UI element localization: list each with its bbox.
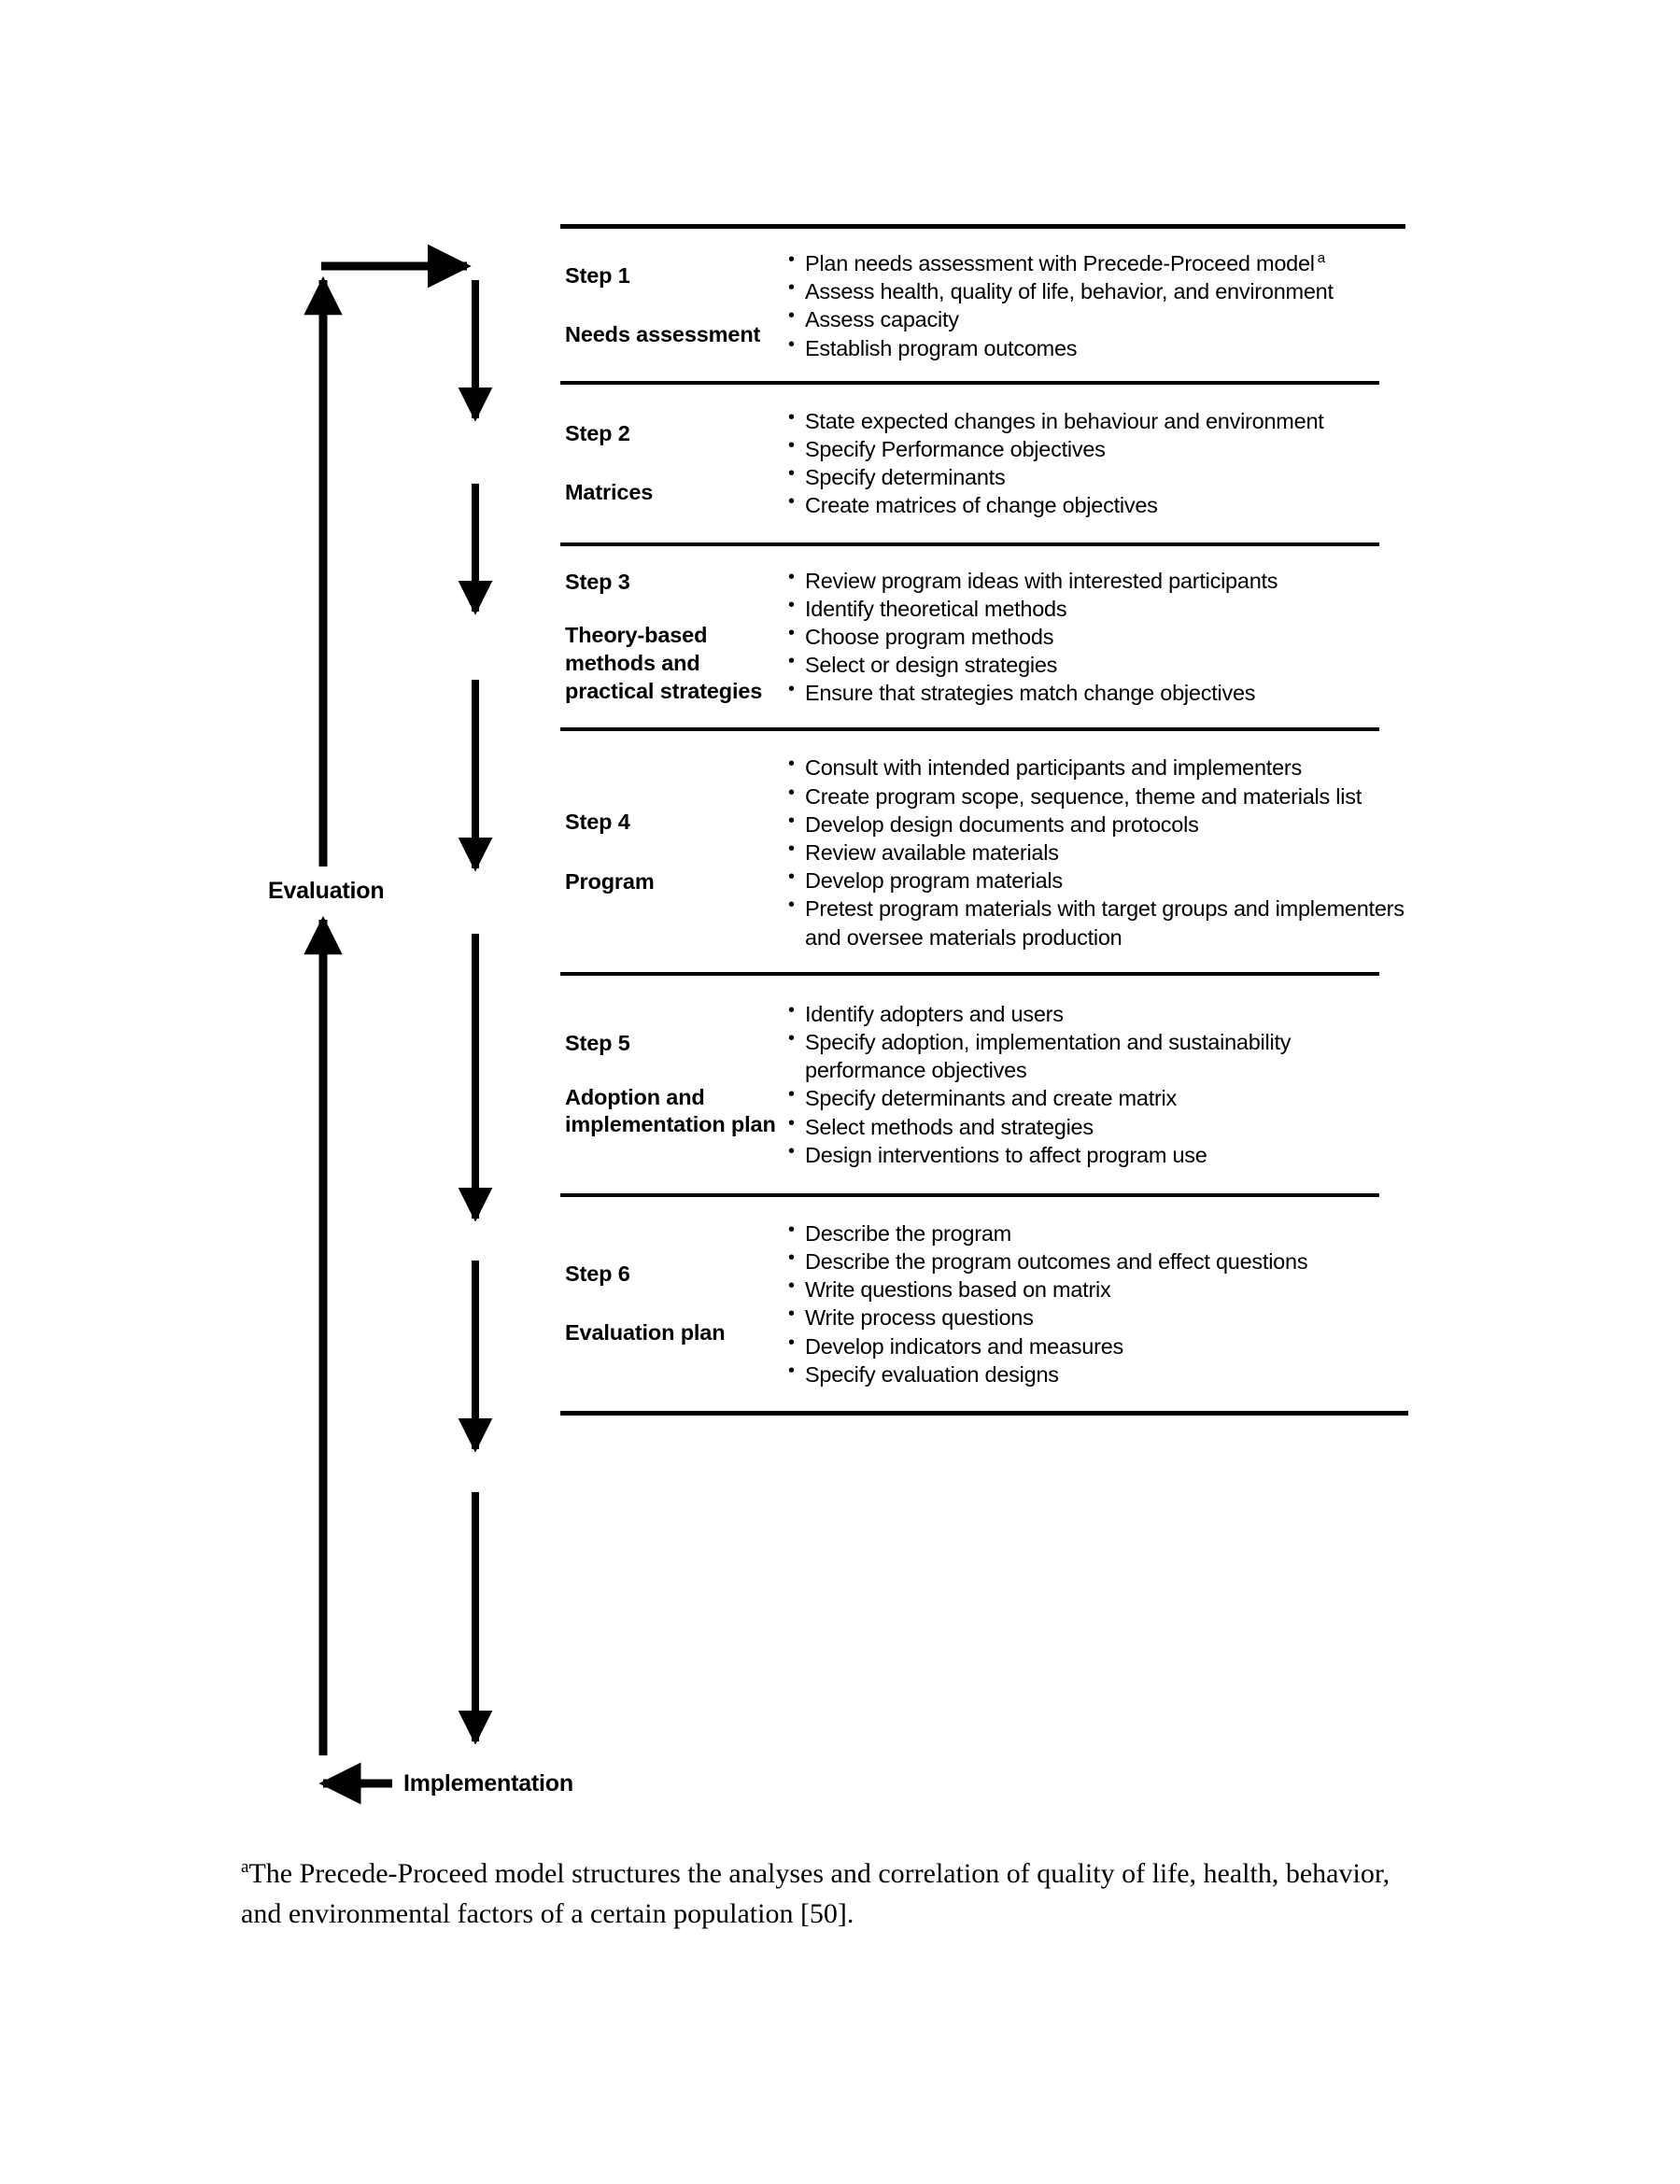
bullet-text: Plan needs assessment with Precede-Proce… xyxy=(805,251,1315,275)
step-4-bullets: Consult with intended participants and i… xyxy=(784,753,1405,951)
list-item: Develop design documents and protocols xyxy=(788,810,1405,838)
evaluation-label: Evaluation xyxy=(268,878,385,904)
steps-table: Step 1 Needs assessment Plan needs asses… xyxy=(560,224,1410,1416)
list-item: State expected changes in behaviour and … xyxy=(788,406,1405,435)
footnote-marker: a xyxy=(1317,250,1325,267)
list-item: Write questions based on matrix xyxy=(788,1275,1405,1303)
list-item: Create program scope, sequence, theme an… xyxy=(788,782,1405,810)
step-row-3: Step 3 Theory-based methods and practica… xyxy=(560,546,1405,728)
list-item: Plan needs assessment with Precede-Proce… xyxy=(788,248,1405,277)
step-6-title: Step 6 xyxy=(565,1261,630,1286)
list-item: Describe the program outcomes and effect… xyxy=(788,1247,1405,1275)
step-2-bullets: State expected changes in behaviour and … xyxy=(784,406,1405,520)
step-3-title: Step 3 xyxy=(565,569,630,594)
step-2-title: Step 2 xyxy=(565,420,630,445)
rule-after-step-2 xyxy=(560,542,1379,546)
list-item: Assess capacity xyxy=(788,304,1405,333)
step-1-bullets: Plan needs assessment with Precede-Proce… xyxy=(784,248,1405,362)
list-item: Assess health, quality of life, behavior… xyxy=(788,276,1405,305)
step-1-name: Needs assessment xyxy=(565,322,761,347)
rule-after-step-5 xyxy=(560,1192,1379,1197)
rule-bottom xyxy=(560,1411,1408,1416)
list-item: Design interventions to affect program u… xyxy=(788,1140,1405,1169)
rule-top xyxy=(560,224,1405,229)
list-item: Pretest program materials with target gr… xyxy=(788,894,1405,951)
step-4-title: Step 4 xyxy=(565,810,630,835)
step-5-heading-group: Step 5 Adoption and implementation plan xyxy=(560,1030,784,1139)
step-1-title: Step 1 xyxy=(565,262,630,288)
rule-after-step-3 xyxy=(560,727,1379,732)
list-item: Choose program methods xyxy=(788,622,1405,651)
step-6-bullets: Describe the program Describe the progra… xyxy=(784,1219,1405,1388)
list-item: Specify determinants xyxy=(788,462,1405,491)
step-3-bullets: Review program ideas with interested par… xyxy=(784,565,1405,708)
list-item: Select or design strategies xyxy=(788,650,1405,679)
list-item: Specify determinants and create matrix xyxy=(788,1083,1405,1112)
list-item: Identify adopters and users xyxy=(788,999,1405,1028)
list-item: Review available materials xyxy=(788,838,1405,867)
list-item: Specify adoption, implementation and sus… xyxy=(788,1027,1405,1084)
rule-after-step-1 xyxy=(560,380,1379,385)
list-item: Describe the program xyxy=(788,1219,1405,1247)
list-item: Develop program materials xyxy=(788,866,1405,895)
step-row-2: Step 2 Matrices State expected changes i… xyxy=(560,385,1405,542)
step-3-heading-group: Step 3 Theory-based methods and practica… xyxy=(560,569,784,705)
list-item: Establish program outcomes xyxy=(788,333,1405,362)
list-item: Identify theoretical methods xyxy=(788,594,1405,623)
step-5-bullets: Identify adopters and users Specify adop… xyxy=(784,999,1405,1169)
list-item: Develop indicators and measures xyxy=(788,1332,1405,1360)
step-3-name: Theory-based methods and practical strat… xyxy=(565,623,763,703)
step-row-6: Step 6 Evaluation plan Describe the prog… xyxy=(560,1197,1405,1411)
step-2-name: Matrices xyxy=(565,480,654,505)
list-item: Create matrices of change objectives xyxy=(788,490,1405,519)
step-5-title: Step 5 xyxy=(565,1030,630,1055)
footnote-marker-a: a xyxy=(241,1857,249,1877)
list-item: Review program ideas with interested par… xyxy=(788,565,1405,595)
step-4-name: Program xyxy=(565,869,655,895)
step-6-heading-group: Step 6 Evaluation plan xyxy=(560,1261,784,1347)
step-6-name: Evaluation plan xyxy=(565,1320,726,1346)
footnote-text: The Precede-Proceed model structures the… xyxy=(241,1858,1391,1929)
list-item: Write process questions xyxy=(788,1303,1405,1332)
step-row-1: Step 1 Needs assessment Plan needs asses… xyxy=(560,229,1405,381)
rule-after-step-4 xyxy=(560,971,1379,976)
list-item: Consult with intended participants and i… xyxy=(788,753,1405,782)
list-item: Specify evaluation designs xyxy=(788,1360,1405,1388)
step-row-4: Step 4 Program Consult with intended par… xyxy=(560,731,1405,971)
step-5-name: Adoption and implementation plan xyxy=(565,1084,776,1137)
list-item: Ensure that strategies match change obje… xyxy=(788,678,1405,707)
step-4-heading-group: Step 4 Program xyxy=(560,809,784,895)
list-item: Select methods and strategies xyxy=(788,1111,1405,1141)
list-item: Specify Performance objectives xyxy=(788,434,1405,463)
implementation-label: Implementation xyxy=(403,1770,573,1797)
step-row-5: Step 5 Adoption and implementation plan … xyxy=(560,976,1405,1193)
step-1-heading-group: Step 1 Needs assessment xyxy=(560,262,784,349)
footnote: aThe Precede-Proceed model structures th… xyxy=(241,1854,1427,1934)
step-2-heading-group: Step 2 Matrices xyxy=(560,420,784,507)
